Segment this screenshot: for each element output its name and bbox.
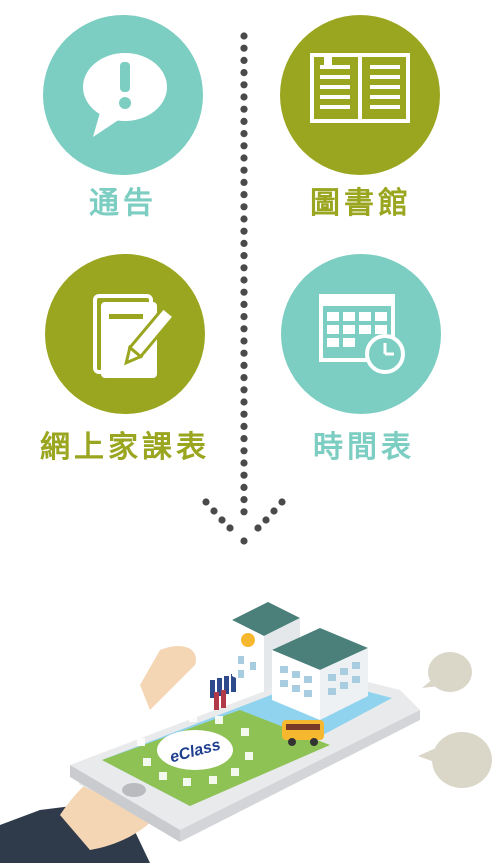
arrow-dot bbox=[240, 227, 248, 235]
arrow-dot bbox=[240, 422, 248, 430]
arrow-dot bbox=[240, 81, 248, 89]
arrow-dot bbox=[240, 410, 248, 418]
library-label: 圖書館 bbox=[310, 186, 412, 221]
arrow-dot bbox=[240, 313, 248, 321]
arrow-dot bbox=[240, 537, 248, 545]
arrow-dot bbox=[240, 337, 248, 345]
arrow-dot bbox=[240, 276, 248, 284]
feature-homework[interactable]: 網上家課表 bbox=[20, 250, 235, 470]
arrow-dot bbox=[240, 374, 248, 382]
arrow-dot bbox=[240, 215, 248, 223]
arrow-dot bbox=[240, 117, 248, 125]
open-book-icon bbox=[310, 53, 410, 123]
arrow-dot bbox=[240, 471, 248, 479]
arrow-dot bbox=[240, 239, 248, 247]
arrow-dot bbox=[240, 105, 248, 113]
arrow-dot bbox=[240, 191, 248, 199]
dotted-arrow bbox=[202, 32, 286, 545]
arrow-dot bbox=[254, 524, 262, 532]
arrow-dot bbox=[240, 447, 248, 455]
students bbox=[210, 674, 236, 710]
arrow-dot bbox=[240, 203, 248, 211]
arrow-dot bbox=[240, 32, 248, 40]
notice-circle bbox=[43, 15, 203, 175]
phone-campus-illustration: eClass bbox=[0, 602, 492, 863]
school-building bbox=[232, 602, 368, 720]
arrow-dot bbox=[240, 130, 248, 138]
arrow-dot bbox=[240, 56, 248, 64]
arrow-dot bbox=[240, 349, 248, 357]
school-bus bbox=[282, 720, 324, 746]
timetable-circle bbox=[281, 254, 441, 414]
calendar-clock-icon bbox=[319, 294, 405, 374]
speech-bubble-small bbox=[428, 652, 472, 692]
arrow-dot bbox=[240, 264, 248, 272]
feature-library[interactable]: 圖書館 bbox=[275, 10, 450, 221]
arrow-dot bbox=[240, 154, 248, 162]
arrow-dot bbox=[240, 496, 248, 504]
arrow-dot bbox=[262, 516, 270, 524]
notebook-pencil-icon bbox=[93, 294, 177, 378]
arrow-dot bbox=[240, 44, 248, 52]
arrow-dot bbox=[240, 166, 248, 174]
arrow-dot bbox=[270, 507, 278, 515]
arrow-dot bbox=[240, 93, 248, 101]
speech-bubble-exclamation-icon bbox=[83, 53, 167, 137]
arrow-dot bbox=[240, 398, 248, 406]
arrow-dot bbox=[240, 178, 248, 186]
arrow-dot bbox=[240, 508, 248, 516]
speech-bubble-large bbox=[432, 732, 492, 788]
arrow-dot bbox=[240, 483, 248, 491]
feature-notice[interactable]: 通告 bbox=[40, 10, 210, 221]
arrow-dot bbox=[210, 507, 218, 515]
arrow-dot bbox=[240, 142, 248, 150]
homework-circle bbox=[45, 254, 205, 414]
arrow-dot bbox=[240, 325, 248, 333]
arrow-dot bbox=[226, 524, 234, 532]
arrow-dot bbox=[278, 498, 286, 506]
arrow-dot bbox=[202, 498, 210, 506]
timetable-label: 時間表 bbox=[313, 430, 415, 465]
arrow-dot bbox=[240, 288, 248, 296]
arrow-dot bbox=[240, 459, 248, 467]
arrow-dot bbox=[240, 252, 248, 260]
arrow-dot bbox=[218, 516, 226, 524]
arrow-dot bbox=[240, 69, 248, 77]
eclass-logo: eClass bbox=[137, 714, 253, 786]
notice-label: 通告 bbox=[89, 186, 157, 221]
arrow-dot bbox=[240, 435, 248, 443]
arrow-dot bbox=[240, 300, 248, 308]
arrow-dot bbox=[240, 386, 248, 394]
homework-label: 網上家課表 bbox=[40, 430, 210, 465]
feature-timetable[interactable]: 時間表 bbox=[270, 250, 460, 470]
arrow-dot bbox=[240, 361, 248, 369]
library-circle bbox=[280, 15, 440, 175]
